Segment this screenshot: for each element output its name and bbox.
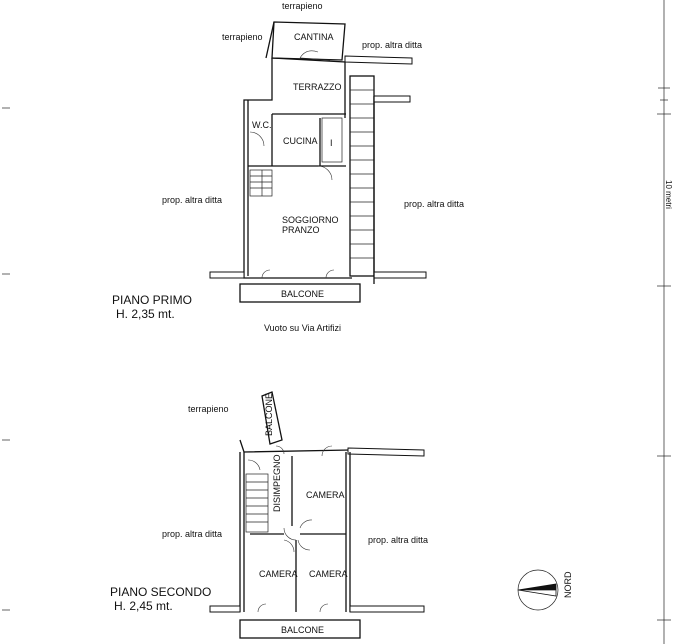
room-label-camera-2: CAMERA [259, 569, 298, 579]
room-label-closet: I [330, 138, 333, 148]
room-label-pranzo: PRANZO [282, 225, 320, 235]
second-floor-plan [209, 391, 425, 639]
room-label-cucina: CUCINA [283, 136, 318, 146]
balcony-label-second-floor: BALCONE [281, 625, 324, 635]
room-label-disimpegno: DISIMPEGNO [272, 454, 282, 512]
neighbor-label-left-2: prop. altra ditta [162, 529, 222, 539]
room-label-camera-1: CAMERA [306, 490, 345, 500]
room-label-soggiorno: SOGGIORNO [282, 215, 339, 225]
floor-height-second: H. 2,45 mt. [114, 599, 173, 613]
room-label-wc: W.C. [252, 120, 272, 130]
neighbor-label-top: terrapieno [282, 1, 323, 11]
first-floor-plan [209, 21, 427, 303]
void-note: Vuoto su Via Artifizi [264, 323, 341, 333]
compass-rose [517, 569, 559, 611]
neighbor-label-left: prop. altra ditta [162, 195, 222, 205]
floor-height-first: H. 2,35 mt. [116, 307, 175, 321]
neighbor-label-top-right: prop. altra ditta [362, 40, 422, 50]
room-label-cantina: CANTINA [294, 32, 334, 42]
room-label-camera-3: CAMERA [309, 569, 348, 579]
margin-marks [2, 107, 10, 611]
balcony-label-first-floor: BALCONE [281, 289, 324, 299]
neighbor-label-top-left: terrapieno [222, 32, 263, 42]
scale-bar-label: 10 metri [664, 180, 673, 209]
neighbor-label-right: prop. altra ditta [404, 199, 464, 209]
scale-bar: 10 metri [657, 0, 673, 644]
floor-title-second: PIANO SECONDO [110, 585, 211, 599]
neighbor-label-right-2: prop. altra ditta [368, 535, 428, 545]
floor-title-first: PIANO PRIMO [112, 293, 192, 307]
room-label-terrazzo: TERRAZZO [293, 82, 342, 92]
balcony-label-top: BALCONE [264, 393, 274, 436]
compass-label: NORD [563, 571, 573, 598]
neighbor-label-top-left-2: terrapieno [188, 404, 229, 414]
